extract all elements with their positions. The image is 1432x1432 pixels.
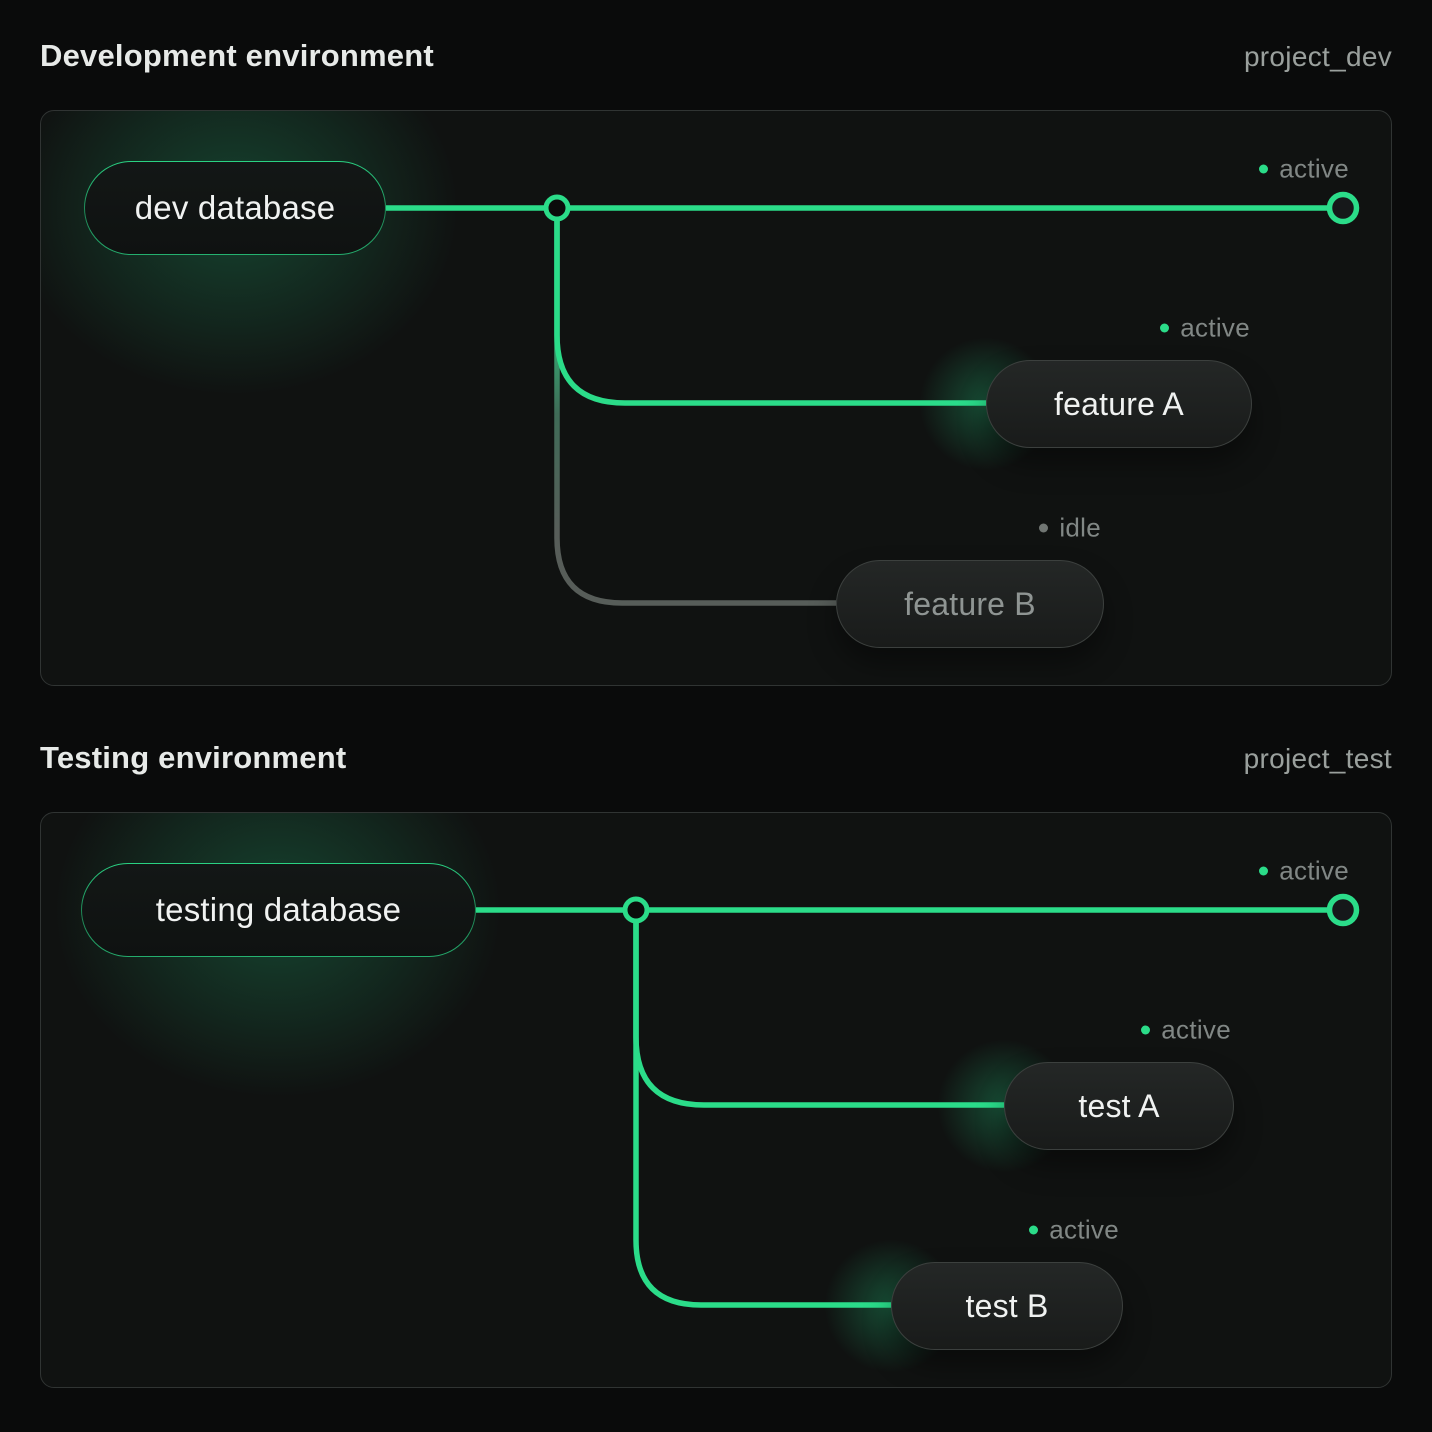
status-label: active [1161, 1014, 1231, 1045]
branch-end-node [1326, 191, 1360, 225]
branch-node-label: test B [965, 1287, 1049, 1324]
branch-line-test-a [633, 910, 1004, 1108]
status-dot-active-icon [1160, 323, 1170, 333]
status-label: active [1180, 312, 1250, 343]
test-branch-diagram-panel: testing database active active test A ac… [40, 812, 1392, 1388]
branch-line-feature-b [554, 208, 836, 606]
branch-lines-svg [386, 191, 1360, 606]
status-dot-active-icon [1259, 866, 1269, 876]
branch-node-feature-b[interactable]: feature B [836, 560, 1104, 648]
branch-end-node [1326, 893, 1360, 927]
status-dot-idle-icon [1039, 523, 1049, 533]
project-label-test: project_test [1243, 743, 1392, 774]
branch-node-test-a[interactable]: test A [1004, 1062, 1234, 1150]
database-node-testing[interactable]: testing database [81, 863, 476, 957]
status-badge-test-a: active [1141, 1015, 1231, 1046]
status-label: active [1049, 1214, 1119, 1245]
database-node-label: testing database [155, 891, 402, 928]
dev-branch-diagram-panel: dev database active active feature A idl… [40, 110, 1392, 686]
dev-environment-header: Development environment project_dev [40, 38, 1392, 84]
status-dot-active-icon [1141, 1025, 1151, 1035]
status-badge-main: active [1259, 154, 1349, 185]
status-badge-feature-b: idle [1039, 513, 1101, 544]
database-node-label: dev database [134, 189, 336, 226]
branch-line-test-b [633, 910, 891, 1308]
branch-node-test-b[interactable]: test B [891, 1262, 1123, 1350]
branch-junction-node [622, 896, 650, 924]
status-badge-test-b: active [1029, 1215, 1119, 1246]
project-label-dev: project_dev [1243, 41, 1392, 72]
section-title-development: Development environment [40, 38, 434, 73]
status-dot-active-icon [1259, 164, 1269, 174]
status-label: active [1279, 855, 1349, 886]
status-badge-feature-a: active [1160, 313, 1250, 344]
status-dot-active-icon [1029, 1225, 1039, 1235]
branch-node-label: feature A [1054, 385, 1184, 422]
test-environment-header: Testing environment project_test [40, 740, 1392, 786]
branch-node-label: feature B [904, 585, 1036, 622]
branch-line-feature-a [554, 208, 986, 406]
status-label: idle [1059, 512, 1101, 543]
status-label: active [1279, 153, 1349, 184]
database-node-dev[interactable]: dev database [84, 161, 386, 255]
status-badge-main: active [1259, 856, 1349, 887]
branch-node-feature-a[interactable]: feature A [986, 360, 1252, 448]
branch-node-label: test A [1078, 1087, 1160, 1124]
branch-lines-svg [476, 893, 1360, 1308]
section-title-testing: Testing environment [40, 740, 347, 775]
branch-junction-node [543, 194, 571, 222]
